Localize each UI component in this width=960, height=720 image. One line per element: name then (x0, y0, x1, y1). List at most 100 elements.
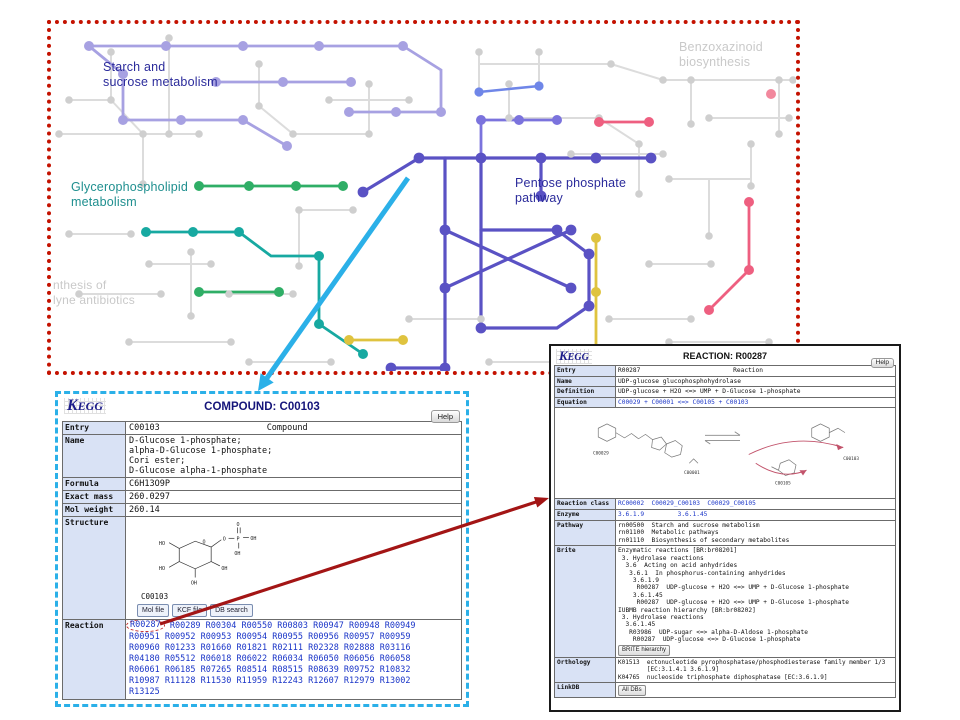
enzyme-value[interactable]: 3.6.1.9 3.6.1.45 (615, 508, 896, 521)
pathway-node[interactable] (707, 260, 715, 268)
pathway-node[interactable] (107, 48, 115, 56)
pathway-node[interactable] (439, 282, 451, 294)
pathway-node[interactable] (704, 305, 714, 315)
pathway-node[interactable] (535, 152, 547, 164)
diagram-compound-id[interactable]: C00001 (684, 470, 700, 476)
pathway-node[interactable] (344, 335, 354, 345)
pathway-node[interactable] (238, 115, 248, 125)
pathway-node[interactable] (775, 76, 783, 84)
pathway-node[interactable] (591, 287, 601, 297)
equation-value[interactable]: C00029 + C00001 <=> C00105 + C00103 (615, 396, 896, 409)
pathway-node[interactable] (245, 358, 253, 366)
pathway-node[interactable] (75, 290, 83, 298)
pathway-node[interactable] (238, 41, 248, 51)
pathway-node[interactable] (687, 76, 695, 84)
pathway-node[interactable] (645, 152, 657, 164)
pathway-node[interactable] (139, 180, 147, 188)
pathway-node[interactable] (591, 233, 601, 243)
pathway-node[interactable] (357, 186, 369, 198)
reaction-links[interactable]: R04180 R05512 R06018 R06022 R06034 R0605… (129, 654, 411, 664)
pathway-node[interactable] (413, 152, 425, 164)
orthology-list[interactable]: K01513 ectonucleotide pyrophosphatase/ph… (615, 656, 896, 684)
pathway-node[interactable] (55, 130, 63, 138)
kegg-logo[interactable]: KEGG (556, 349, 592, 364)
pathway-node[interactable] (188, 227, 198, 237)
diagram-compound-id[interactable]: C00103 (843, 456, 859, 462)
pathway-node[interactable] (744, 197, 754, 207)
pathway-node[interactable] (127, 230, 135, 238)
pathway-node[interactable] (282, 141, 292, 151)
reaction-links[interactable]: R00289 R00304 R00550 R00803 R00947 R0094… (169, 621, 416, 631)
kegg-logo[interactable]: KEGG (64, 398, 106, 414)
pathway-node[interactable] (645, 260, 653, 268)
pathway-node[interactable] (567, 150, 575, 158)
pathway-node[interactable] (176, 115, 186, 125)
pathway-node[interactable] (391, 107, 401, 117)
pathway-node[interactable] (766, 89, 776, 99)
pathway-node[interactable] (65, 96, 73, 104)
pathway-node[interactable] (535, 190, 547, 202)
pathway-node[interactable] (476, 115, 486, 125)
pathway-node[interactable] (325, 96, 333, 104)
pathway-node[interactable] (145, 260, 153, 268)
pathway-node[interactable] (365, 130, 373, 138)
pathway-node[interactable] (436, 107, 446, 117)
pathway-node[interactable] (789, 76, 796, 84)
pathway-node[interactable] (255, 60, 263, 68)
pathway-node[interactable] (385, 362, 397, 371)
pathway-node[interactable] (398, 335, 408, 345)
pathway-node[interactable] (475, 48, 483, 56)
pathway-node[interactable] (775, 130, 783, 138)
structure-file-button[interactable]: Mol file (137, 604, 170, 617)
structure-file-button[interactable]: KCF file (172, 604, 208, 617)
pathway-node[interactable] (607, 60, 615, 68)
pathway-node[interactable] (234, 227, 244, 237)
pathway-node[interactable] (84, 41, 94, 51)
pathway-node[interactable] (405, 96, 413, 104)
pathway-node[interactable] (289, 290, 297, 298)
pathway-node[interactable] (659, 76, 667, 84)
pathway-node[interactable] (474, 87, 484, 97)
pathway-node[interactable] (405, 315, 413, 323)
pathway-node[interactable] (289, 130, 297, 138)
pathway-node[interactable] (514, 115, 524, 125)
reaction-links[interactable]: R00951 R00952 R00953 R00954 R00955 R0095… (129, 632, 411, 642)
pathway-node[interactable] (477, 315, 485, 323)
pathway-node[interactable] (765, 338, 773, 346)
help-button[interactable]: Help (870, 358, 894, 368)
pathway-node[interactable] (314, 319, 324, 329)
pathway-node[interactable] (747, 140, 755, 148)
pathway-node[interactable] (475, 322, 487, 334)
pathway-node[interactable] (165, 130, 173, 138)
pathway-node[interactable] (211, 77, 221, 87)
pathway-node[interactable] (705, 114, 713, 122)
pathway-node[interactable] (687, 315, 695, 323)
pathway-node[interactable] (327, 358, 335, 366)
pathway-node[interactable] (195, 130, 203, 138)
pathway-node[interactable] (505, 114, 513, 122)
pathway-node[interactable] (194, 287, 204, 297)
pathway-node[interactable] (505, 80, 513, 88)
pathway-node[interactable] (157, 290, 165, 298)
pathway-node[interactable] (278, 77, 288, 87)
pathway-node[interactable] (439, 362, 451, 371)
pathway-node[interactable] (227, 338, 235, 346)
pathway-node[interactable] (194, 181, 204, 191)
pathway-node[interactable] (583, 300, 595, 312)
pathway-node[interactable] (635, 190, 643, 198)
pathway-node[interactable] (565, 282, 577, 294)
pathway-node[interactable] (118, 69, 128, 79)
pathway-node[interactable] (244, 181, 254, 191)
pathway-node[interactable] (358, 349, 368, 359)
pathway-node[interactable] (583, 248, 595, 260)
pathway-node[interactable] (605, 315, 613, 323)
pathway-node[interactable] (255, 102, 263, 110)
pathway-node[interactable] (107, 96, 115, 104)
pathway-node[interactable] (118, 115, 128, 125)
pathway-node[interactable] (551, 224, 563, 236)
pathway-node[interactable] (349, 206, 357, 214)
pathway-node[interactable] (594, 117, 604, 127)
pathway-node[interactable] (291, 181, 301, 191)
pathway-node[interactable] (344, 107, 354, 117)
pathway-node[interactable] (161, 41, 171, 51)
